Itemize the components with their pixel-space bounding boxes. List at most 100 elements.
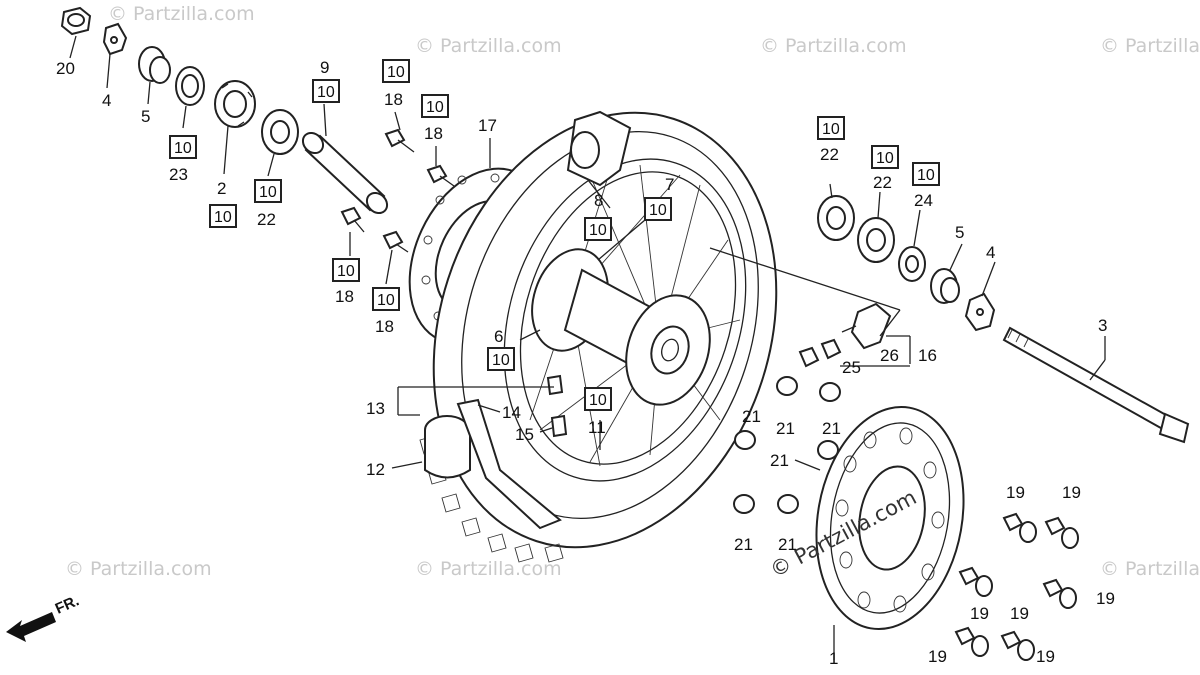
- label-13: 13: [366, 399, 385, 418]
- label-26: 26: [880, 346, 899, 365]
- label-21: 21: [770, 451, 789, 470]
- label-11: 11: [588, 418, 606, 437]
- box-10: 10: [169, 135, 197, 159]
- part-bolts-18: [340, 128, 455, 253]
- label-22: 22: [820, 145, 839, 164]
- label-21: 21: [742, 407, 761, 426]
- part-bearing-22-right-a: [817, 195, 855, 241]
- part-adjuster-plate-4-left: [102, 22, 128, 56]
- label-18: 18: [424, 124, 443, 143]
- part-bearing-23: [175, 66, 205, 106]
- box-10: 10: [871, 145, 899, 169]
- label-14: 14: [502, 403, 521, 422]
- label-12: 12: [366, 460, 385, 479]
- label-23: 23: [169, 165, 188, 184]
- svg-text:10: 10: [337, 263, 355, 280]
- box-10: 10: [817, 116, 845, 140]
- label-4: 4: [102, 91, 111, 110]
- part-retainer-2: [214, 80, 256, 128]
- label-6: 6: [494, 327, 503, 346]
- svg-text:10: 10: [317, 84, 335, 101]
- part-rim-lock-12: [424, 415, 471, 479]
- label-18: 18: [375, 317, 394, 336]
- svg-text:10: 10: [589, 392, 607, 409]
- label-3: 3: [1098, 316, 1107, 335]
- watermark: © Partzilla.com: [108, 3, 255, 25]
- label-19: 19: [1006, 483, 1025, 502]
- box-10: 10: [254, 179, 282, 203]
- part-collar-5-left: [138, 46, 171, 84]
- front-label: FR.: [53, 592, 82, 617]
- box-10: 10: [382, 59, 410, 83]
- watermarks: © Partzilla.com © Partzilla.com © Partzi…: [65, 3, 1200, 580]
- box-10: 10: [644, 197, 672, 221]
- part-rim-lock-8: [566, 110, 632, 187]
- label-4: 4: [986, 243, 995, 262]
- part-adjuster-plate-4-right: [964, 292, 996, 332]
- part-number-labels: 20 4 5 23 2 22 9 18 18 17 18 18 7 8 6 13…: [56, 58, 1115, 668]
- label-22: 22: [873, 173, 892, 192]
- box-10: 10: [372, 287, 400, 311]
- label-19: 19: [1096, 589, 1115, 608]
- box-10: 10: [421, 94, 449, 118]
- label-18: 18: [335, 287, 354, 306]
- box-10: 10: [487, 347, 515, 371]
- box-10: 10: [584, 387, 612, 411]
- label-19: 19: [1062, 483, 1081, 502]
- label-19: 19: [970, 604, 989, 623]
- boxed-labels: 10 10 10 10 10 10 10 10 10 10 10 10 10 1…: [169, 59, 940, 411]
- svg-text:10: 10: [259, 184, 277, 201]
- part-bearing-22-right-b: [857, 217, 895, 263]
- label-19: 19: [1010, 604, 1029, 623]
- label-16: 16: [918, 346, 937, 365]
- svg-text:10: 10: [377, 292, 395, 309]
- label-20: 20: [56, 59, 75, 78]
- box-10: 10: [584, 217, 612, 241]
- svg-text:10: 10: [876, 150, 894, 167]
- watermark: © Partzilla.com: [65, 558, 212, 580]
- svg-text:10: 10: [174, 140, 192, 157]
- watermark: © Partzilla.com: [415, 558, 562, 580]
- label-17: 17: [478, 116, 497, 135]
- svg-text:10: 10: [426, 99, 444, 116]
- part-rim-band-14: [456, 398, 562, 530]
- svg-text:10: 10: [917, 167, 935, 184]
- part-bolts-19: [954, 512, 1079, 661]
- svg-text:10: 10: [492, 352, 510, 369]
- watermark: © Partzilla.com: [760, 35, 907, 57]
- label-9: 9: [320, 58, 329, 77]
- box-10: 10: [332, 258, 360, 282]
- box-10: 10: [312, 79, 340, 103]
- part-rear-wheel: [419, 111, 778, 563]
- part-valve-cap-15: [546, 374, 568, 438]
- label-1: 1: [829, 649, 838, 668]
- part-distance-collar-9: [301, 131, 389, 215]
- label-7: 7: [665, 175, 674, 194]
- box-10: 10: [912, 162, 940, 186]
- label-21: 21: [734, 535, 753, 554]
- label-2: 2: [217, 179, 226, 198]
- label-25: 25: [842, 358, 861, 377]
- watermark: © Partzilla.com: [1100, 35, 1200, 57]
- part-nut-20: [60, 6, 92, 36]
- part-bearing-22-left: [261, 109, 299, 155]
- svg-text:10: 10: [589, 222, 607, 239]
- part-oil-seal-24: [898, 246, 926, 282]
- svg-text:10: 10: [649, 202, 667, 219]
- part-driven-sprocket-1: [815, 405, 965, 631]
- label-18: 18: [384, 90, 403, 109]
- svg-text:10: 10: [214, 209, 232, 226]
- part-nuts-21: [733, 376, 841, 514]
- svg-text:10: 10: [822, 121, 840, 138]
- part-collar-5-right: [930, 268, 960, 304]
- label-21: 21: [778, 535, 797, 554]
- box-10: 10: [209, 204, 237, 228]
- svg-text:10: 10: [387, 64, 405, 81]
- part-nut-25: [798, 338, 842, 368]
- watermark: © Partzilla.com: [1100, 558, 1200, 580]
- label-19: 19: [928, 647, 947, 666]
- label-21: 21: [776, 419, 795, 438]
- label-24: 24: [914, 191, 933, 210]
- label-8: 8: [594, 191, 603, 210]
